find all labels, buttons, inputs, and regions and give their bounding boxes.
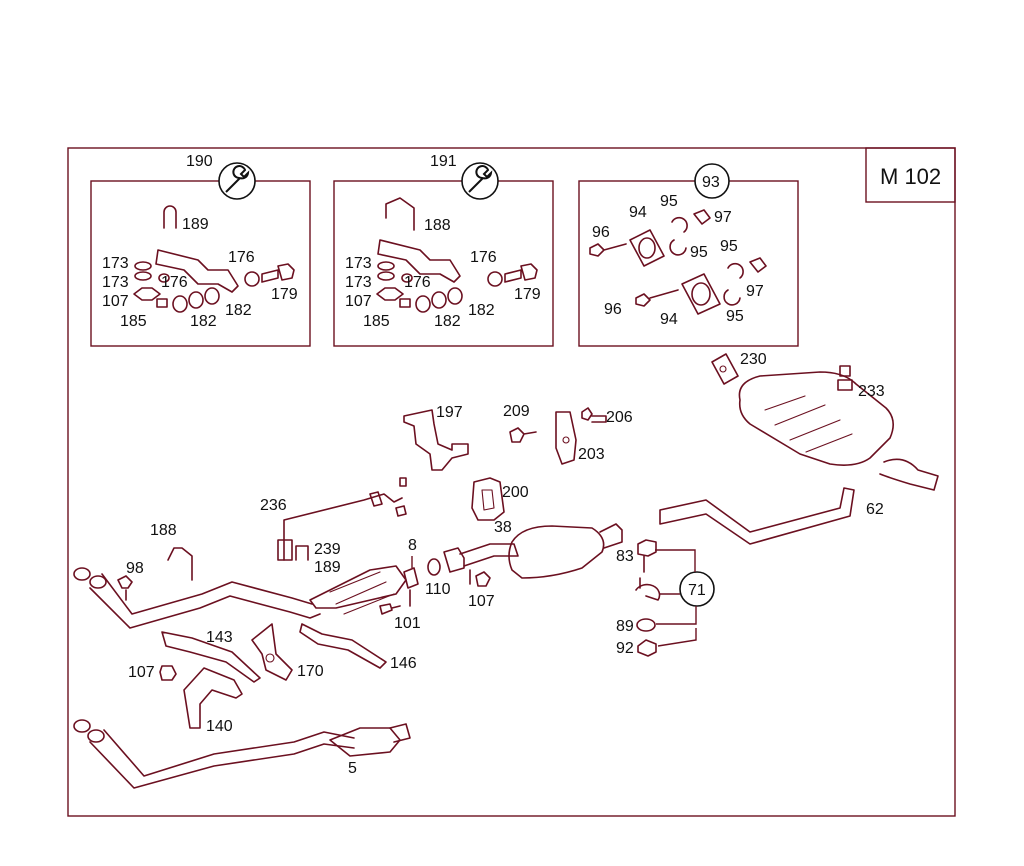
label-233: 233: [858, 383, 885, 400]
label-230: 230: [740, 351, 767, 368]
u-bracket-188: [167, 547, 193, 581]
label-101: 101: [394, 615, 421, 632]
bolt-98: [117, 575, 133, 601]
g191-label-182b: 182: [468, 302, 495, 319]
ring-110: [427, 558, 441, 576]
label-209: 209: [503, 403, 530, 420]
g93-label-97b: 97: [746, 283, 764, 300]
g93-label-95a: 95: [660, 193, 678, 210]
bracket-143: [161, 631, 261, 683]
label-83: 83: [616, 548, 634, 565]
nut-107b: [159, 665, 177, 681]
nut-107a: [475, 571, 491, 587]
label-107b: 107: [128, 664, 155, 681]
rubber-mount-200: [471, 477, 505, 521]
label-62: 62: [866, 501, 884, 518]
g190-label-185: 185: [120, 313, 147, 330]
group-190-title: 190: [186, 153, 213, 170]
group-191-title: 191: [430, 153, 457, 170]
hanger-203: [555, 411, 577, 465]
label-140: 140: [206, 718, 233, 735]
label-110: 110: [425, 581, 451, 598]
label-189: 189: [314, 559, 341, 576]
label-200: 200: [502, 484, 529, 501]
g93-label-96a: 96: [592, 224, 610, 241]
group-190: 190 189 176 173 173 176 107 179 185 182 …: [90, 153, 311, 347]
g93-label-94a: 94: [629, 204, 647, 221]
bracket-146: [299, 623, 387, 669]
g191-label-173a: 173: [345, 255, 372, 272]
g190-label-107: 107: [102, 293, 129, 310]
rear-muffler: [711, 353, 939, 491]
front-pipe-upper: [73, 565, 419, 629]
group-93-parts: [589, 209, 767, 315]
group-191-parts: [376, 197, 538, 313]
label-98: 98: [126, 560, 144, 577]
g93-label-95c: 95: [720, 238, 738, 255]
label-89: 89: [616, 618, 634, 635]
label-92: 92: [616, 640, 634, 657]
bracket-140: [183, 667, 243, 729]
bracket-197: [403, 409, 469, 471]
middle-muffler: [443, 523, 623, 585]
callout-71: 71: [688, 582, 706, 599]
wrench-icon: [218, 162, 256, 200]
bracket-170: [251, 623, 293, 681]
g190-label-173a: 173: [102, 255, 129, 272]
g191-label-188: 188: [424, 217, 451, 234]
label-8: 8: [408, 537, 417, 554]
g190-label-176b: 176: [161, 274, 188, 291]
group-93-title: 93: [702, 174, 720, 191]
label-143: 143: [206, 629, 233, 646]
g191-label-176a: 176: [470, 249, 497, 266]
label-107a: 107: [468, 593, 495, 610]
group-190-parts: [133, 205, 295, 313]
g93-label-95d: 95: [726, 308, 744, 325]
group-191: 191 188 176 173 173 176 107 179 185 182 …: [333, 153, 554, 347]
diagram-frame: [67, 147, 956, 817]
label-203: 203: [578, 446, 605, 463]
clamp-assembly-71: [635, 539, 715, 657]
bolt-101: [379, 589, 411, 615]
model-badge: M 102: [865, 147, 956, 203]
g190-label-176a: 176: [228, 249, 255, 266]
model-badge-text: M 102: [880, 164, 941, 189]
rear-pipe: [659, 487, 855, 545]
label-197: 197: [436, 404, 463, 421]
bolt-209: [509, 427, 537, 443]
g190-label-179: 179: [271, 286, 298, 303]
g93-label-97a: 97: [714, 209, 732, 226]
group-93: 93 94 95 97 96 95 95 97 96 94 95: [578, 163, 799, 347]
front-pipe-lower: [73, 719, 411, 789]
label-188: 188: [150, 522, 177, 539]
label-38: 38: [494, 519, 512, 536]
g191-label-185: 185: [363, 313, 390, 330]
g190-label-173b: 173: [102, 274, 129, 291]
g191-label-179: 179: [514, 286, 541, 303]
g191-label-182a: 182: [434, 313, 461, 330]
g190-label-182a: 182: [190, 313, 217, 330]
oxygen-sensor-236: [283, 477, 407, 561]
label-170: 170: [297, 663, 324, 680]
label-236: 236: [260, 497, 287, 514]
label-146: 146: [390, 655, 417, 672]
g93-label-96b: 96: [604, 301, 622, 318]
g93-label-94b: 94: [660, 311, 678, 328]
label-5: 5: [348, 760, 357, 777]
g190-label-189: 189: [182, 216, 209, 233]
wrench-icon: [461, 162, 499, 200]
g191-label-107: 107: [345, 293, 372, 310]
g191-label-173b: 173: [345, 274, 372, 291]
g93-label-95b: 95: [690, 244, 708, 261]
g191-label-176b: 176: [404, 274, 431, 291]
label-239: 239: [314, 541, 341, 558]
group-93-callout-circle: [694, 163, 730, 199]
label-206: 206: [606, 409, 633, 426]
bolt-206: [581, 407, 607, 423]
g190-label-182b: 182: [225, 302, 252, 319]
